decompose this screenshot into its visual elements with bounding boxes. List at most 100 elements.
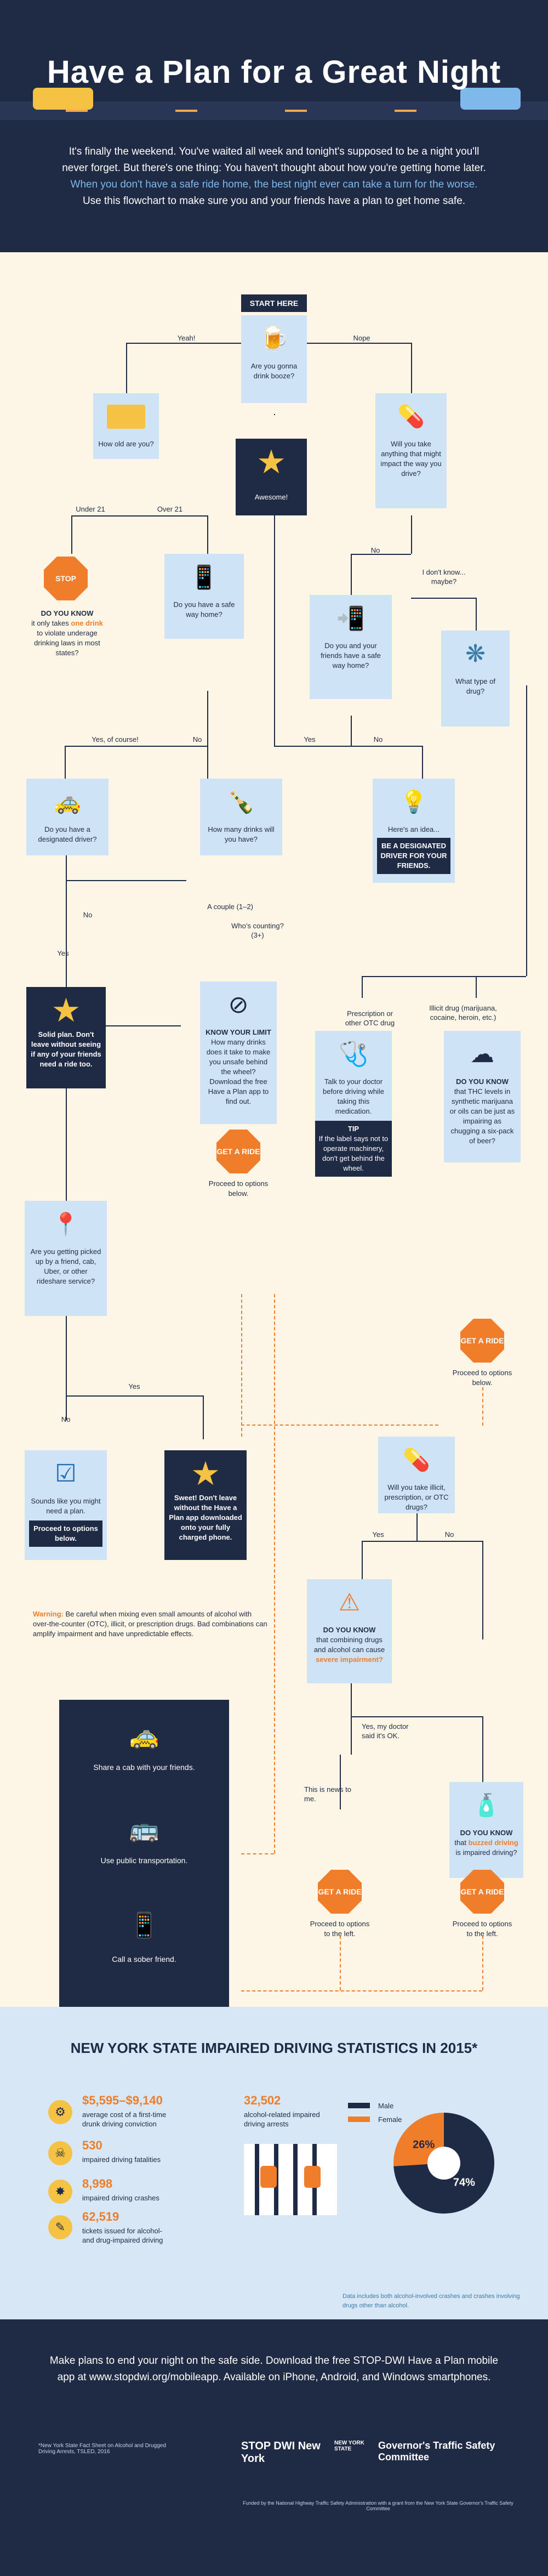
wheel-icon: ⚙ bbox=[48, 2100, 72, 2124]
question-text: Do you have a designated driver? bbox=[38, 825, 97, 843]
sounds-text: Sounds like you might need a plan. bbox=[31, 1497, 101, 1515]
ticket-icon: ✎ bbox=[48, 2215, 72, 2239]
question-friends-safe: 📲 Do you and your friends have a safe wa… bbox=[310, 595, 392, 699]
car-icon bbox=[460, 88, 521, 110]
connector bbox=[526, 685, 527, 976]
phone-map-icon: 📱 bbox=[190, 564, 219, 590]
branch-label: No bbox=[370, 546, 380, 554]
doctor-text: Talk to your doctor before driving while… bbox=[322, 1077, 384, 1115]
sweet-box: ★ Sweet! Don't leave without the Have a … bbox=[164, 1450, 247, 1560]
connector bbox=[65, 746, 207, 747]
connector bbox=[71, 515, 208, 517]
sounds-plan-box: ☑ Sounds like you might need a plan. Pro… bbox=[25, 1450, 107, 1560]
lane-marker bbox=[285, 110, 307, 112]
connector bbox=[66, 1395, 203, 1397]
dashed-path bbox=[482, 1936, 483, 1990]
connector bbox=[476, 976, 477, 998]
pill-bottle-icon: 🧴 bbox=[472, 1794, 500, 1818]
idea-box: 💡 Here's an idea... BE A DESIGNATED DRIV… bbox=[373, 779, 455, 883]
option-transit: Use public transportation. bbox=[100, 1856, 188, 1865]
thc-box: ☁ DO YOU KNOW that THC levels in synthet… bbox=[444, 1031, 521, 1162]
get-a-ride-sign: GET A RIDE bbox=[216, 1130, 260, 1173]
connector bbox=[362, 1541, 482, 1542]
connector bbox=[351, 1716, 482, 1717]
stat-cost-number: $5,595–$9,140 bbox=[82, 2093, 163, 2107]
idea-text: Here's an idea... bbox=[387, 825, 440, 833]
tip-heading: TIP bbox=[347, 1125, 359, 1133]
intro-text: never forget. But there's one thing: You… bbox=[62, 162, 486, 174]
question-safe-home: 📱 Do you have a safe way home? bbox=[164, 554, 244, 639]
lane-marker bbox=[175, 110, 197, 112]
branch-label: Who's counting? (3+) bbox=[231, 922, 284, 939]
cannabis-leaf-icon: ❋ bbox=[465, 640, 486, 667]
lane-marker bbox=[66, 110, 88, 112]
taxi-car-icon bbox=[33, 88, 93, 110]
gender-pie-chart: 26%74% bbox=[393, 2113, 494, 2214]
connector bbox=[476, 598, 477, 631]
lane-marker bbox=[395, 110, 416, 112]
question-booze: 🍺 Are you gonna drink booze? bbox=[241, 315, 307, 403]
know-heading: KNOW YOUR LIMIT bbox=[206, 1028, 271, 1036]
question-text: How many drinks will you have? bbox=[208, 825, 275, 843]
lightbulb-icon: 💡 bbox=[400, 790, 427, 814]
phone-icon: 📲 bbox=[336, 605, 366, 631]
pie-label-female: 26% bbox=[413, 2138, 435, 2151]
question-text: Do you and your friends have a safe way … bbox=[321, 642, 381, 669]
branch-label: No bbox=[373, 735, 383, 744]
know-body: How many drinks does it take to make you… bbox=[206, 1038, 271, 1105]
dyk-text: that THC levels in synthetic marijuana o… bbox=[449, 1087, 515, 1145]
dyk-highlight: one drink bbox=[71, 619, 103, 627]
jail-bars-icon bbox=[244, 2144, 337, 2215]
option-cab: Share a cab with your friends. bbox=[93, 1763, 195, 1772]
connector bbox=[362, 1541, 363, 1579]
question-designated: 🚕 Do you have a designated driver? bbox=[26, 779, 109, 855]
get-a-ride-sign: GET A RIDE bbox=[318, 1870, 362, 1914]
dyk-highlight: severe impairment? bbox=[316, 1655, 383, 1664]
tip-body: If the label says not to operate machine… bbox=[318, 1134, 389, 1172]
question-drug-type: ❋ What type of drug? bbox=[441, 631, 510, 727]
dashed-path bbox=[241, 1425, 438, 1426]
question-how-many: 🍾 How many drinks will you have? bbox=[200, 779, 282, 855]
branch-label: Yes bbox=[128, 1382, 140, 1391]
get-a-ride-sign: GET A RIDE bbox=[460, 1870, 504, 1914]
footer-line: Make plans to end your night on the safe… bbox=[49, 2355, 499, 2367]
checkbox-icon: ☑ bbox=[55, 1460, 77, 1487]
dashed-path bbox=[241, 1853, 274, 1854]
data-note: Data includes both alcohol-involved cras… bbox=[342, 2293, 520, 2309]
connector bbox=[207, 691, 208, 746]
question-age: How old are you? bbox=[93, 393, 159, 459]
question-text: Are you gonna drink booze? bbox=[250, 362, 298, 380]
dashed-path bbox=[482, 1387, 483, 1426]
question-impact: 💊 Will you take anything that might impa… bbox=[375, 393, 447, 508]
branch-label: Yeah! bbox=[177, 334, 196, 342]
warning-triangle-icon: ⚠ bbox=[338, 1589, 361, 1616]
pie-center bbox=[427, 2147, 460, 2180]
branch-label: Nope bbox=[353, 334, 370, 342]
id-card-icon bbox=[98, 398, 155, 436]
car-keys-icon: 🚕 bbox=[54, 790, 81, 814]
be-dd-text: BE A DESIGNATED DRIVER FOR YOUR FRIENDS. bbox=[377, 838, 450, 874]
question-text: Are you getting picked up by a friend, c… bbox=[30, 1247, 101, 1285]
connector bbox=[126, 343, 247, 344]
know-your-limit-box: ⊘ KNOW YOUR LIMIT How many drinks does i… bbox=[200, 981, 277, 1124]
branch-label: This is news to me. bbox=[304, 1785, 351, 1803]
footer bbox=[0, 2319, 548, 2576]
branch-label: Over 21 bbox=[157, 505, 183, 513]
branch-label: I don't know... maybe? bbox=[422, 568, 466, 586]
proceed-left-text: Proceed to options to the left. bbox=[310, 1920, 370, 1938]
get-a-ride-sign: GET A RIDE bbox=[460, 1319, 504, 1363]
connector bbox=[66, 1283, 67, 1420]
intro-highlight: When you don't have a safe ride home, th… bbox=[70, 179, 478, 190]
stat-cost-text: average cost of a first-time drunk drivi… bbox=[82, 2110, 167, 2128]
bottle-glass-icon: 🍺 bbox=[259, 325, 289, 352]
buzzed-box: 🧴 DO YOU KNOW that buzzed driving is imp… bbox=[449, 1782, 523, 1878]
did-you-know-underage: DO YOU KNOW it only takes one drink to v… bbox=[30, 609, 104, 658]
bottles-icon: 🍾 bbox=[227, 790, 255, 814]
branch-label: Yes bbox=[304, 735, 316, 744]
dashed-path bbox=[241, 1294, 242, 1437]
connector bbox=[274, 414, 275, 415]
dyk-heading: DO YOU KNOW bbox=[456, 1077, 509, 1086]
connector bbox=[411, 515, 412, 554]
intro-text: Use this flowchart to make sure you and … bbox=[82, 195, 466, 207]
legend-female-swatch bbox=[348, 2117, 370, 2122]
